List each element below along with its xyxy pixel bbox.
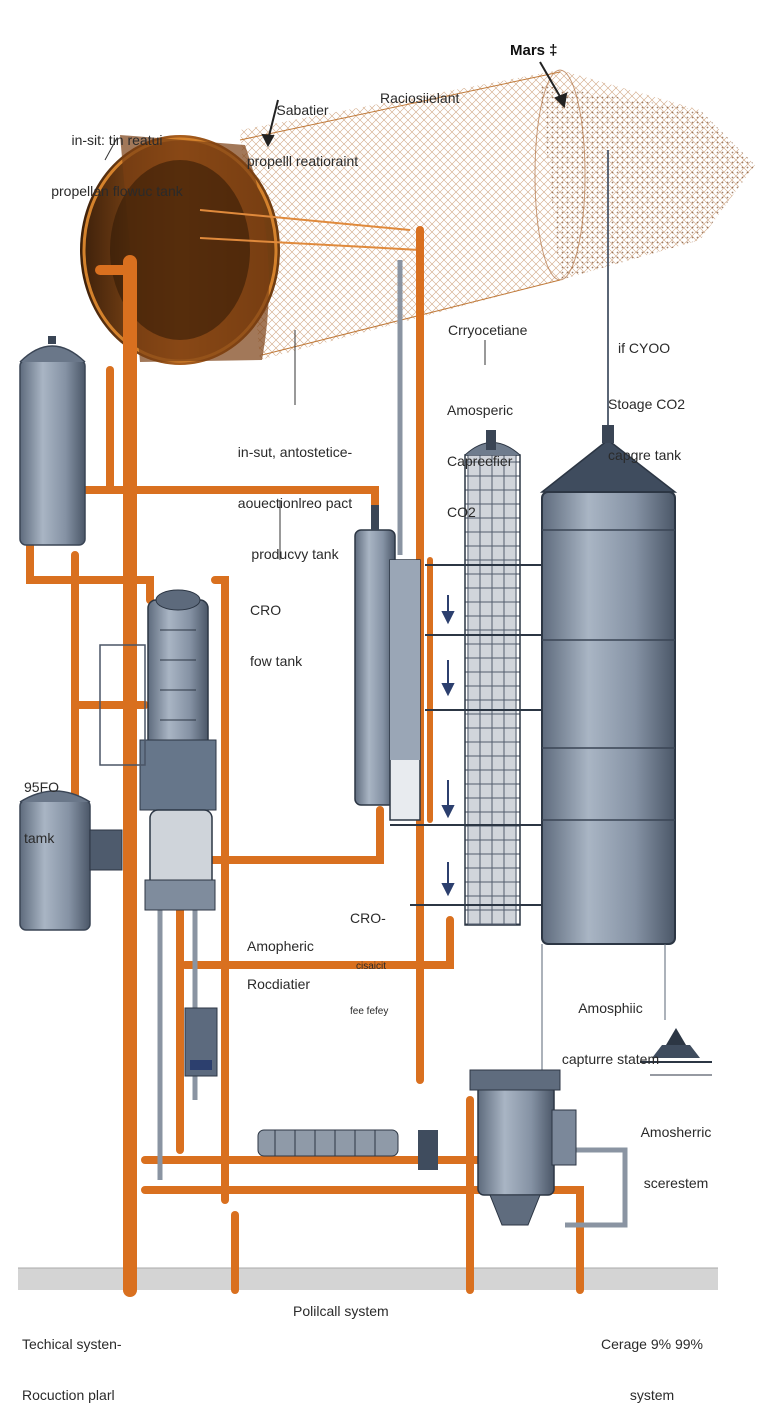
label-amosperic: Amosperic Capreefier CO2 (447, 368, 513, 538)
label-amosperic-line1: Amosperic (447, 402, 514, 418)
control-box (184, 1007, 218, 1077)
label-tank95-line1: 95FO (24, 779, 60, 795)
middle-column (354, 505, 421, 821)
label-storage-line2: capgre tank (608, 447, 682, 463)
label-mars: Mars ‡ (510, 42, 558, 59)
label-amosphic-line2: capturre statem (561, 1051, 660, 1067)
label-polilcall-system: Polilcall system (293, 1303, 389, 1319)
label-radiosielant: Raciosiielant (380, 90, 460, 106)
label-storage: Stoage CO2 capgre tank (608, 362, 685, 481)
bottom-processing-unit (418, 1069, 577, 1226)
label-product-line1: in-sut, antostetice- (237, 444, 353, 460)
label-amosherric-line1: Amosherric (640, 1124, 712, 1140)
label-amosperic-line2: Capreefier (447, 453, 513, 469)
label-technical-system: Techical systen- Rocuction plarl (22, 1302, 122, 1421)
label-cro-flow: CRO fow tank (250, 568, 302, 687)
label-insitu-tank-line1: in-sit: tin reatui (71, 132, 163, 148)
heat-exchanger (257, 1129, 399, 1157)
label-tech-line2: Rocuction plarl (22, 1387, 115, 1403)
label-cro-small-line1: CRO- (350, 910, 386, 926)
label-insitu-tank-line2: propellan flowuc tank (51, 183, 183, 199)
label-amosphic-line1: Amosphiic (578, 1000, 643, 1016)
label-cro-small-line2: cisaicit (356, 961, 387, 972)
label-tech-line1: Techical systen- (22, 1336, 122, 1352)
label-product-line3: producvy tank (251, 546, 339, 562)
pointer-lines (104, 137, 486, 560)
label-cro-small-line3: fee fefey (350, 1006, 389, 1017)
label-amosherric-line2: scerestem (643, 1175, 709, 1191)
label-product-line2: aouectionlreo pact (237, 495, 353, 511)
label-rocdiatier: Rocdiatier (247, 976, 311, 992)
label-storage-line1: Stoage CO2 (608, 396, 686, 412)
label-cerage-line2: system (629, 1387, 675, 1403)
label-cro-small: CRO- cisaicit fee fefey (350, 876, 388, 1034)
main-pipes (26, 226, 584, 1297)
atmospheric-sensor-device (640, 1028, 712, 1076)
label-amopheric: Amopheric (247, 938, 314, 954)
lattice-tower (390, 430, 545, 926)
label-cro-flow-line1: CRO (250, 602, 282, 618)
radiator-mesh-cylinder (239, 69, 755, 360)
label-amosperic-line3: CO2 (447, 504, 476, 520)
label-cerage-system: Cerage 9% 99% system (592, 1302, 712, 1421)
label-amosherric: Amosherric scerestem (620, 1090, 732, 1209)
label-amosphic-capture: Amosphiic capturre statem (548, 966, 673, 1085)
label-cerage-line1: Cerage 9% 99% (601, 1336, 703, 1352)
arrows (261, 61, 568, 148)
label-ifcyoo: if CYOO (618, 340, 671, 356)
central-reactor (99, 589, 217, 911)
label-95fo-tank: 95FO tamk (24, 745, 59, 864)
label-sabatier: Sabatier propelll reatioraint (225, 68, 380, 187)
label-tank95-line2: tamk (24, 830, 55, 846)
label-sabatier-line1: Sabatier (276, 102, 329, 118)
label-cro-flow-line2: fow tank (250, 653, 303, 669)
left-bottom-tank-95fo (19, 790, 123, 931)
ground-strip (18, 1268, 718, 1290)
label-product-tank: in-sut, antostetice- aouectionlreo pact … (210, 410, 380, 580)
label-cryo: Crryocetiane (448, 322, 528, 338)
left-top-tank (19, 336, 86, 546)
co2-storage-tank (539, 150, 678, 1080)
label-sabatier-line2: propelll reatioraint (246, 153, 359, 169)
propellant-plant-diagram (18, 61, 755, 1297)
label-insitu-tank: in-sit: tin reatui propellan flowuc tank (22, 98, 212, 217)
